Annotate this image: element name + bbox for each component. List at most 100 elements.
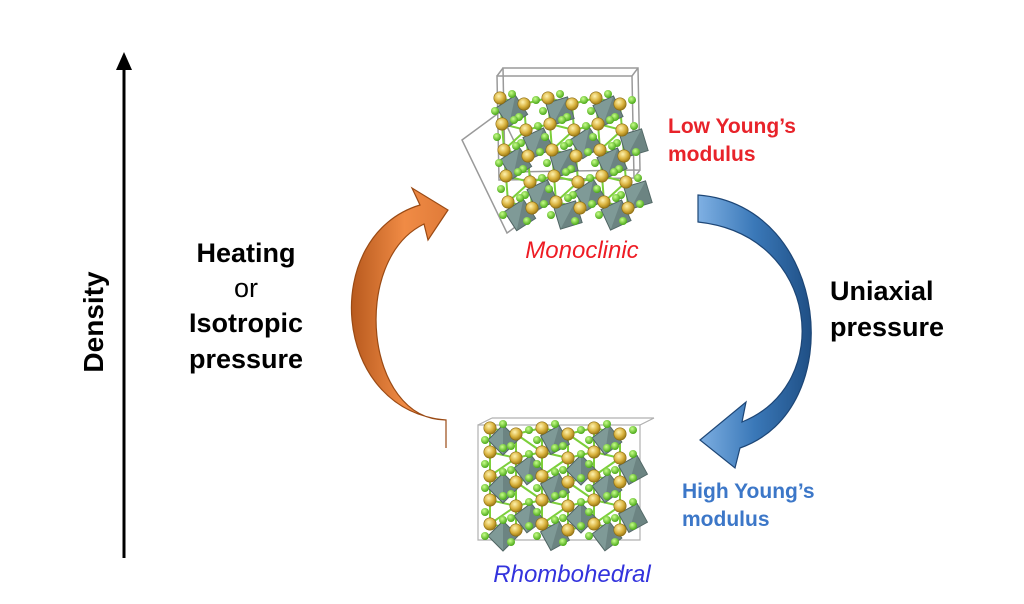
- cation-atom: [561, 523, 575, 537]
- cation-atom: [523, 175, 537, 189]
- anion-atom: [611, 538, 619, 546]
- cation-atom: [549, 195, 563, 209]
- anion-atom: [603, 468, 611, 476]
- anion-atom: [606, 116, 614, 124]
- anion-atom: [534, 122, 542, 130]
- anion-atom: [481, 532, 489, 540]
- cation-atom: [587, 421, 601, 435]
- octahedron-shade: [503, 521, 518, 551]
- cation-atom: [567, 123, 581, 137]
- anion-atom: [632, 148, 640, 156]
- anion-atom: [603, 516, 611, 524]
- anion-atom: [619, 217, 627, 225]
- anion-atom: [612, 194, 620, 202]
- low-modulus-label: Low Young’s modulus: [668, 115, 796, 166]
- rhombohedral-atoms: [481, 420, 637, 546]
- octahedron: [623, 180, 653, 210]
- cation-atom: [561, 451, 575, 465]
- cation-atom: [541, 91, 555, 105]
- anion-atom: [585, 436, 593, 444]
- cation-atom: [613, 475, 627, 489]
- anion-atom: [547, 211, 555, 219]
- anion-atom: [589, 133, 597, 141]
- cation-atom: [509, 499, 523, 513]
- cation-atom: [587, 493, 601, 507]
- cation-atom: [613, 451, 627, 465]
- cation-atom: [483, 517, 497, 531]
- anion-atom: [585, 508, 593, 516]
- anion-atom: [629, 474, 637, 482]
- anion-atom: [629, 450, 637, 458]
- cation-atom: [509, 451, 523, 465]
- cation-atom: [595, 169, 609, 183]
- cation-atom: [509, 475, 523, 489]
- anion-atom: [499, 420, 507, 428]
- octahedron-shade: [550, 521, 570, 551]
- cation-atom: [587, 445, 601, 459]
- cation-atom: [483, 493, 497, 507]
- anion-atom: [497, 185, 505, 193]
- anion-atom: [588, 200, 596, 208]
- uniaxial-arrow: [697, 194, 812, 470]
- anion-atom: [585, 532, 593, 540]
- anion-atom: [629, 426, 637, 434]
- anion-atom: [491, 107, 499, 115]
- rhombohedral-unit-cell: [477, 417, 655, 541]
- anion-atom: [608, 142, 616, 150]
- anion-atom: [551, 468, 559, 476]
- anion-atom: [610, 168, 618, 176]
- uniaxial-arrow-body: [697, 194, 812, 470]
- anion-atom: [540, 200, 548, 208]
- anion-atom: [634, 174, 642, 182]
- monoclinic-octahedra: [495, 94, 653, 232]
- anion-atom: [559, 442, 567, 450]
- monoclinic-crystal: [461, 67, 653, 235]
- anion-atom: [536, 148, 544, 156]
- cation-atom: [495, 117, 509, 131]
- cation-atom: [569, 149, 583, 163]
- anion-atom: [559, 466, 567, 474]
- rhombohedral-crystal: [477, 417, 655, 552]
- anion-atom: [603, 444, 611, 452]
- monoclinic-label: Monoclinic: [525, 237, 638, 264]
- anion-atom: [551, 516, 559, 524]
- anion-atom: [512, 142, 520, 150]
- cation-atom: [565, 97, 579, 111]
- octahedron-shade: [604, 521, 622, 551]
- left-process-label: Heating or Isotropic pressure: [189, 238, 303, 374]
- anion-atom: [507, 514, 515, 522]
- cation-atom: [613, 97, 627, 111]
- anion-atom: [559, 490, 567, 498]
- anion-atom: [508, 90, 516, 98]
- anion-atom: [577, 426, 585, 434]
- anion-atom: [604, 90, 612, 98]
- anion-atom: [499, 211, 507, 219]
- anion-atom: [582, 122, 590, 130]
- right-process-label: Uniaxial pressure: [830, 276, 944, 342]
- pressure-right-text: pressure: [830, 312, 944, 342]
- rhombohedral-label: Rhombohedral: [493, 561, 651, 588]
- anion-atom: [495, 159, 503, 167]
- octahedron-shade: [630, 180, 653, 210]
- anion-atom: [559, 514, 567, 522]
- cation-atom: [535, 469, 549, 483]
- anion-atom: [499, 468, 507, 476]
- anion-atom: [636, 200, 644, 208]
- low-modulus-line2: modulus: [668, 143, 756, 166]
- cation-atom: [543, 117, 557, 131]
- anion-atom: [580, 96, 588, 104]
- monoclinic-atoms: [491, 90, 644, 225]
- anion-atom: [560, 142, 568, 150]
- cation-atom: [617, 149, 631, 163]
- anion-atom: [628, 96, 636, 104]
- anion-atom: [611, 514, 619, 522]
- anion-atom: [545, 185, 553, 193]
- anion-atom: [584, 148, 592, 156]
- anion-atom: [587, 107, 595, 115]
- anion-atom: [499, 516, 507, 524]
- anion-atom: [558, 116, 566, 124]
- high-modulus-line2: modulus: [682, 508, 770, 531]
- cation-atom: [499, 169, 513, 183]
- heating-arrow: [350, 186, 449, 448]
- anion-atom: [499, 444, 507, 452]
